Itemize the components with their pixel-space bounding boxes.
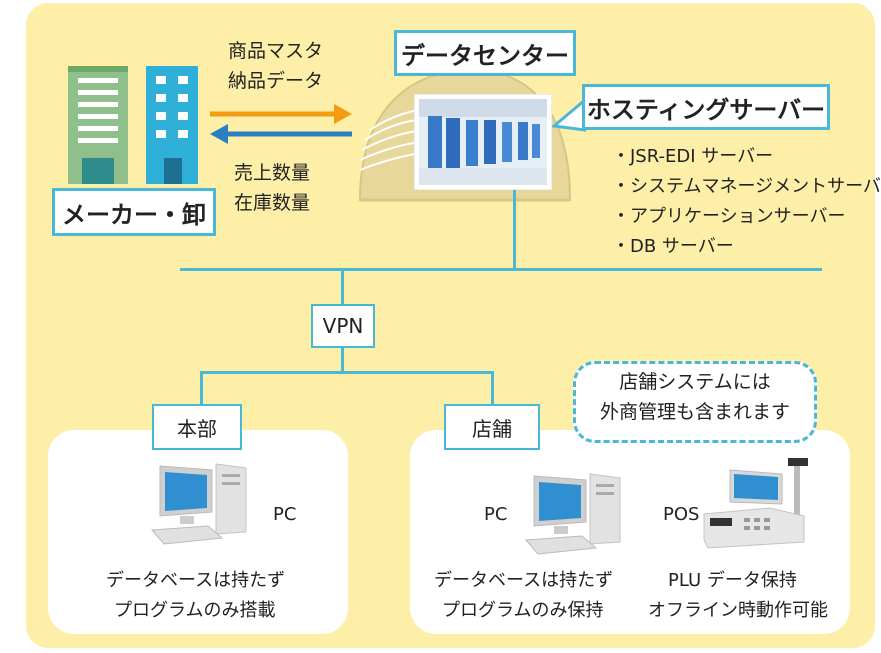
branch-line (200, 371, 494, 374)
hq-desc-line2: プログラムのみ搭載 (114, 600, 276, 621)
hq-desc-line1: データベースは持たず (106, 570, 286, 591)
store-note-line2: 外商管理も含まれます (599, 401, 790, 423)
hosting-server-label: ホスティングサーバー (582, 84, 830, 130)
hq-connector (200, 372, 203, 406)
building-icon (68, 66, 198, 184)
datacenter-connector (513, 190, 516, 270)
store-pos-desc-line1: PLU データ保持 (668, 570, 797, 591)
datacenter-label: データセンター (394, 30, 576, 76)
server-item-4: ・DB サーバー (612, 236, 734, 257)
server-item-2: ・システムマネージメントサーバー (612, 176, 881, 197)
store-label: 店舗 (444, 404, 540, 450)
vpn-connector-top (341, 270, 344, 306)
callout-tail (552, 97, 586, 132)
manufacturer-label: メーカー・卸 (52, 188, 216, 236)
pos-register-icon (703, 458, 808, 549)
store-note-bubble: 店舗システムには 外商管理も含まれます (573, 361, 817, 443)
backbone-line (180, 268, 822, 271)
flow-arrows (210, 104, 352, 144)
vpn-label: VPN (311, 304, 375, 348)
flow-inbound-line2: 在庫数量 (234, 192, 311, 214)
server-room-photo (414, 94, 552, 190)
pc-icon (524, 473, 621, 555)
hq-device-label: PC (273, 504, 297, 525)
server-item-1: ・JSR-EDI サーバー (612, 146, 774, 167)
flow-outbound-line1: 商品マスタ (228, 40, 324, 62)
store-pc-desc-line2: プログラムのみ保持 (442, 600, 604, 621)
vpn-connector-bottom (341, 348, 344, 372)
store-connector (491, 372, 494, 406)
server-item-3: ・アプリケーションサーバー (612, 206, 846, 227)
store-pos-desc-line2: オフライン時動作可能 (648, 600, 828, 621)
flow-inbound-line1: 売上数量 (234, 162, 311, 184)
store-pc-desc-line1: データベースは持たず (434, 570, 614, 591)
pc-icon (150, 463, 247, 545)
store-pos-label: POS (663, 504, 700, 525)
flow-outbound-line2: 納品データ (228, 70, 324, 92)
store-note-line1: 店舗システムには (619, 371, 771, 393)
store-pc-label: PC (484, 504, 508, 525)
headquarters-label: 本部 (152, 404, 242, 450)
